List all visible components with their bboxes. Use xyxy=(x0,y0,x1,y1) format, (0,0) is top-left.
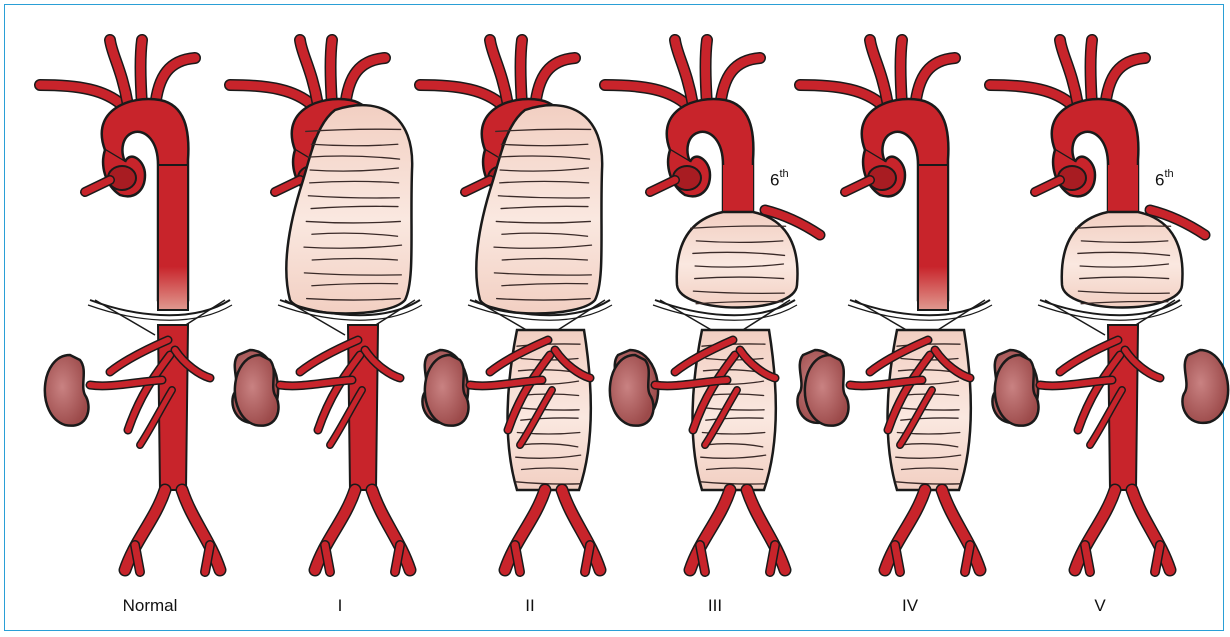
panel-label-type-v: V xyxy=(1005,596,1195,616)
right-iliac-artery xyxy=(747,490,785,570)
brachiocephalic-artery xyxy=(1091,40,1093,105)
right-internal-iliac xyxy=(585,545,590,572)
brachiocephalic-artery xyxy=(901,40,903,105)
left-internal-iliac xyxy=(895,545,900,572)
left-kidney xyxy=(610,355,654,426)
sixth-suffix: th xyxy=(779,168,788,180)
right-internal-iliac xyxy=(770,545,775,572)
panel-type-v xyxy=(990,40,1228,572)
left-iliac-artery xyxy=(505,490,545,570)
descending-aorta-upper xyxy=(723,165,753,215)
descending-aorta-upper xyxy=(1108,165,1138,215)
right-internal-iliac xyxy=(965,545,970,572)
brachiocephalic-artery xyxy=(141,40,143,105)
sixth-intercostal-label: 6th xyxy=(770,170,789,191)
panel-normal xyxy=(40,40,278,572)
panel-label-type-ii: II xyxy=(435,596,625,616)
descending-thoracic-aorta xyxy=(158,165,188,310)
panel-label-normal: Normal xyxy=(55,596,245,616)
right-internal-iliac xyxy=(395,545,400,572)
left-kidney xyxy=(995,355,1039,426)
panel-type-iv xyxy=(800,40,1038,572)
brachiocephalic-artery xyxy=(521,40,523,105)
left-iliac-artery xyxy=(125,490,165,570)
right-iliac-artery xyxy=(562,490,600,570)
left-iliac-artery xyxy=(1075,490,1115,570)
left-kidney xyxy=(235,355,279,426)
brachiocephalic-artery xyxy=(331,40,333,105)
panel-type-i xyxy=(230,40,468,572)
left-kidney xyxy=(425,355,469,426)
sixth-suffix: th xyxy=(1164,168,1173,180)
panel-label-type-i: I xyxy=(245,596,435,616)
panel-type-iii xyxy=(605,40,843,572)
sixth-intercostal-label: 6th xyxy=(1155,170,1174,191)
right-internal-iliac xyxy=(1155,545,1160,572)
left-internal-iliac xyxy=(515,545,520,572)
panel-label-type-iii: III xyxy=(620,596,810,616)
left-internal-iliac xyxy=(325,545,330,572)
panel-label-type-iv: IV xyxy=(815,596,1005,616)
descending-thoracic-aorta xyxy=(918,165,948,310)
left-internal-iliac xyxy=(1085,545,1090,572)
left-internal-iliac xyxy=(700,545,705,572)
right-iliac-artery xyxy=(942,490,980,570)
left-internal-iliac xyxy=(135,545,140,572)
left-kidney xyxy=(45,355,89,426)
right-internal-iliac xyxy=(205,545,210,572)
right-kidney xyxy=(1182,350,1228,423)
left-kidney xyxy=(805,355,849,426)
panel-type-ii xyxy=(420,40,658,572)
brachiocephalic-artery xyxy=(706,40,708,105)
left-iliac-artery xyxy=(690,490,730,570)
right-iliac-artery xyxy=(372,490,410,570)
left-iliac-artery xyxy=(885,490,925,570)
left-iliac-artery xyxy=(315,490,355,570)
right-iliac-artery xyxy=(182,490,220,570)
right-iliac-artery xyxy=(1132,490,1170,570)
